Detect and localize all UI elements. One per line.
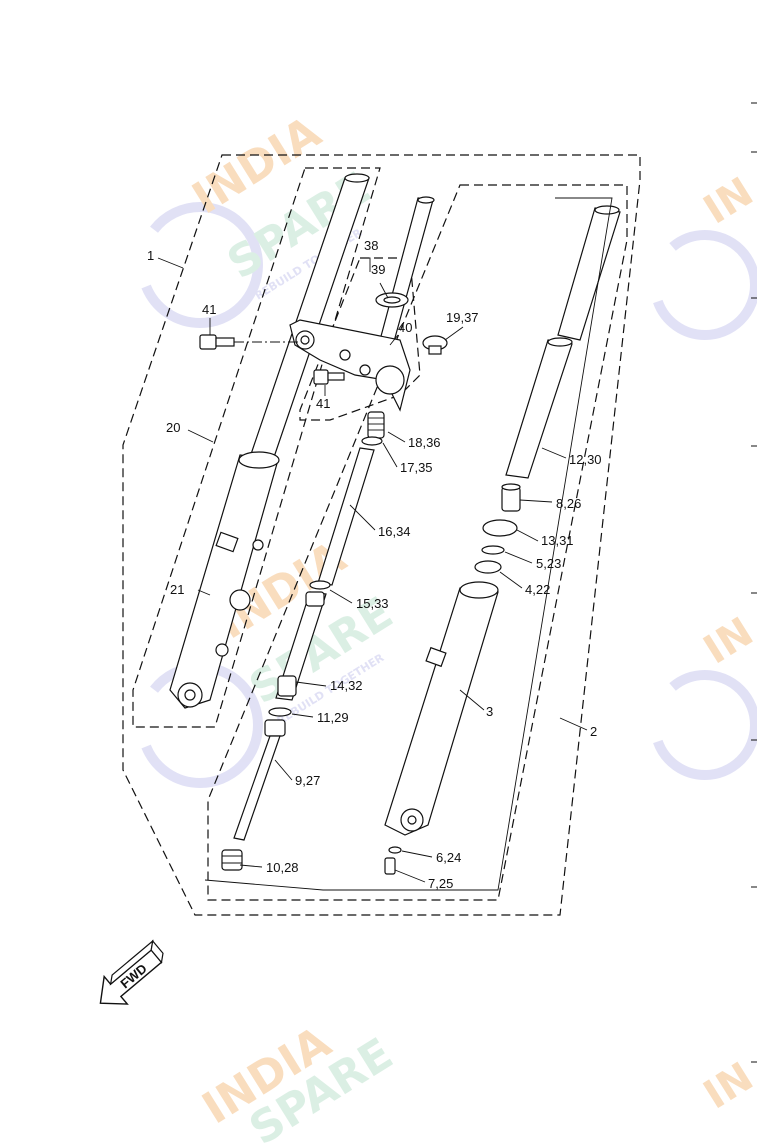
callout-6-24: 6,24 — [436, 850, 461, 865]
callout-21: 21 — [170, 582, 184, 597]
under-bracket — [289, 319, 411, 412]
svg-text:IN: IN — [696, 169, 757, 234]
bolt-41-lower — [313, 369, 345, 385]
callout-leader-lines — [157, 257, 588, 883]
callout-12-30: 12,30 — [569, 452, 602, 467]
callout-41-lower: 41 — [316, 396, 330, 411]
spring-14 — [275, 591, 327, 701]
callout-18-36: 18,36 — [408, 435, 441, 450]
spring-10 — [221, 849, 243, 871]
callout-19-37: 19,37 — [446, 310, 479, 325]
dust-seal-4 — [474, 560, 502, 574]
right-inner-tube-12 — [505, 205, 621, 479]
callout-20: 20 — [166, 420, 180, 435]
callout-17-35: 17,35 — [400, 460, 433, 475]
washer-11 — [268, 707, 292, 717]
watermark-logo-bottom: INDIA SPARE — [194, 1017, 402, 1146]
callout-38: 38 — [364, 238, 378, 253]
callout-9-27: 9,27 — [295, 773, 320, 788]
page-margin-ticks — [751, 102, 757, 1063]
bushing-8 — [501, 483, 521, 512]
damper-rod-9 — [233, 719, 286, 841]
oil-seal-13 — [482, 519, 518, 537]
assembly-outline-left-leg — [132, 167, 381, 728]
svg-text:IN: IN — [696, 1054, 757, 1119]
left-outer-tube — [169, 451, 280, 709]
spacer-16 — [317, 447, 375, 586]
callout-10-28: 10,28 — [266, 860, 299, 875]
callout-41-upper: 41 — [202, 302, 216, 317]
callout-14-32: 14,32 — [330, 678, 363, 693]
callout-15-33: 15,33 — [356, 596, 389, 611]
callout-1: 1 — [147, 248, 154, 263]
callout-39: 39 — [371, 262, 385, 277]
assembly-outline-bracket — [299, 257, 421, 421]
callout-8-26: 8,26 — [556, 496, 581, 511]
bearing-39 — [375, 292, 409, 308]
callout-11-29: 11,29 — [317, 710, 349, 725]
callout-7-25: 7,25 — [428, 876, 453, 891]
callout-40: 40 — [398, 320, 412, 335]
callout-3: 3 — [486, 704, 493, 719]
circlip-5 — [481, 545, 505, 555]
o-ring-17 — [361, 436, 383, 446]
right-outer-tube-3 — [384, 581, 499, 836]
svg-text:IN: IN — [696, 609, 757, 674]
watermark-logo-right: IN IN IN — [650, 169, 757, 1119]
spring-seat-18 — [367, 411, 385, 439]
washer-15 — [309, 580, 331, 590]
cap-19 — [422, 335, 448, 355]
callout-5-23: 5,23 — [536, 556, 561, 571]
callout-13-31: 13,31 — [541, 533, 574, 548]
assembly-outline-left — [122, 154, 641, 916]
fwd-arrow-icon: FWD — [99, 939, 164, 1005]
bolt-7 — [384, 857, 396, 875]
callout-4-22: 4,22 — [525, 582, 550, 597]
bolt-41-upper — [199, 334, 235, 350]
callout-16-34: 16,34 — [378, 524, 411, 539]
callout-2: 2 — [590, 724, 597, 739]
gasket-6 — [388, 846, 402, 854]
